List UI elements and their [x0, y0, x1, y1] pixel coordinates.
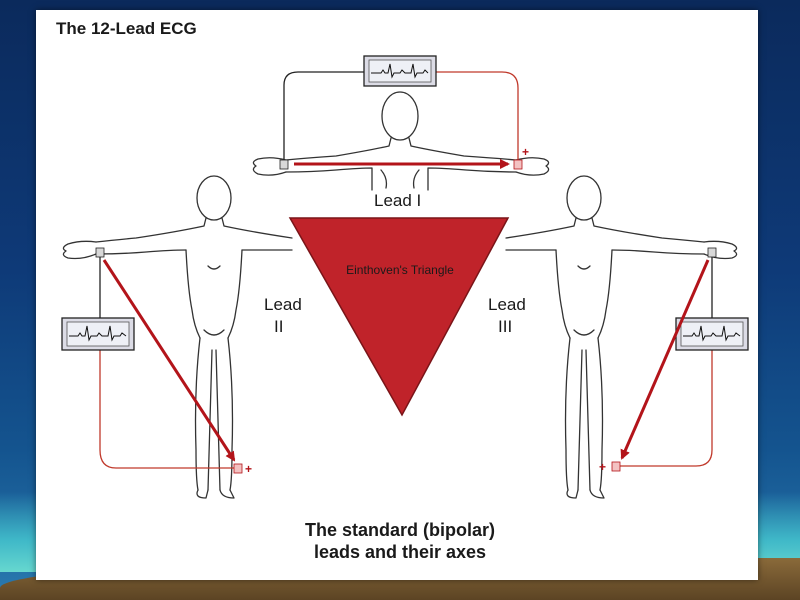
lead1-label: Lead I: [374, 191, 421, 210]
triangle-label: Einthoven's Triangle: [346, 263, 454, 277]
left-figure: [62, 175, 293, 499]
page-title: The 12-Lead ECG: [56, 19, 197, 38]
caption-line2: leads and their axes: [314, 542, 486, 562]
top-figure: [252, 91, 550, 191]
right-figure: [505, 175, 738, 499]
lead3-positive-electrode: [611, 461, 621, 472]
lead2-positive-electrode: [233, 463, 243, 474]
lead2-positive-sign: +: [245, 462, 252, 476]
lead2-negative-electrode: [95, 247, 105, 258]
lead1-negative-wire: [283, 71, 364, 164]
lead2-label-line1: Lead: [264, 295, 302, 314]
lead2-positive-wire: [99, 350, 234, 469]
lead1-positive-electrode: [513, 159, 523, 170]
lead3-label-line2: III: [498, 317, 512, 336]
lead3-negative-electrode: [707, 247, 717, 258]
lead1-positive-wire: [436, 71, 519, 160]
lead1-negative-electrode: [279, 159, 289, 170]
slide: The 12-Lead ECG + Lead I Einthoven's Tri…: [36, 10, 758, 580]
lead3-positive-sign: +: [599, 460, 606, 474]
diagram-canvas: The 12-Lead ECG + Lead I Einthoven's Tri…: [56, 19, 749, 562]
einthoven-triangle: [288, 217, 510, 417]
lead1-positive-sign: +: [522, 145, 529, 159]
lead1-monitor-screen: [368, 59, 432, 83]
lead2-axis-arrow: [102, 259, 236, 462]
caption-line1: The standard (bipolar): [305, 520, 495, 540]
lead3-positive-wire: [620, 348, 713, 467]
lead3-label-line1: Lead: [488, 295, 526, 314]
lead2-label-line2: II: [274, 317, 283, 336]
lead3-axis-arrow: [620, 259, 710, 460]
